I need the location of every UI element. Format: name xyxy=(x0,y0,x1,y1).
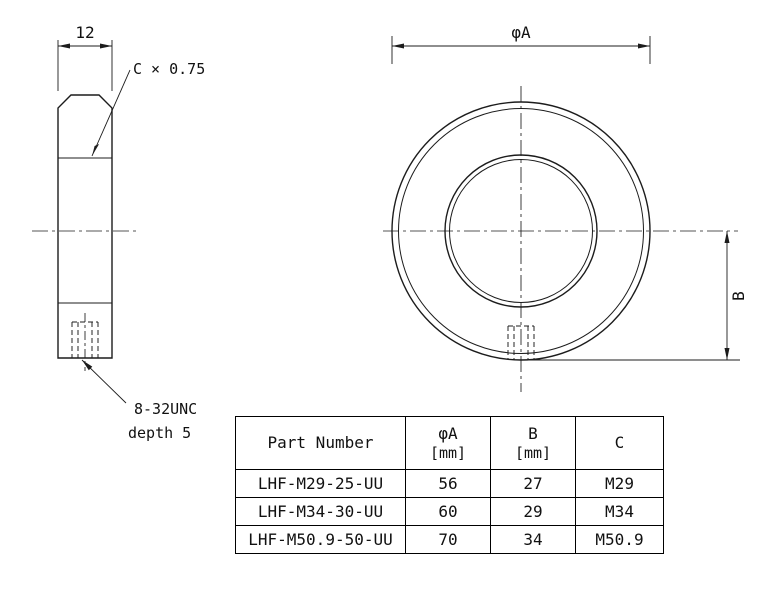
arrowhead xyxy=(58,43,70,49)
chamfer-label: C × 0.75 xyxy=(133,60,205,78)
diameter-dimension: φA xyxy=(391,23,651,64)
cell-dia-a: 56 xyxy=(405,469,491,498)
header-c: C xyxy=(575,416,664,470)
arrowhead xyxy=(82,360,93,371)
header-b: B [mm] xyxy=(490,416,576,470)
thread-depth-label: depth 5 xyxy=(128,424,191,442)
cell-b: 27 xyxy=(490,469,576,498)
thread-spec-label: 8-32UNC xyxy=(134,400,197,418)
cell-b: 29 xyxy=(490,497,576,526)
header-b-label: B xyxy=(528,424,538,444)
cell-part-number: LHF-M50.9-50-UU xyxy=(235,525,406,554)
cell-part-number: LHF-M34-30-UU xyxy=(235,497,406,526)
cell-dia-a: 70 xyxy=(405,525,491,554)
table-row: LHF-M29-25-UU 56 27 M29 xyxy=(235,469,664,498)
front-view-tapped-hole xyxy=(507,325,535,360)
header-dia-a-label: φA xyxy=(438,424,458,444)
spec-table: Part Number φA [mm] B [mm] C LHF-M29-25-… xyxy=(235,416,664,554)
header-c-label: C xyxy=(614,433,625,453)
cell-part-number: LHF-M29-25-UU xyxy=(235,469,406,498)
table-header-row: Part Number φA [mm] B [mm] C xyxy=(235,416,664,470)
side-view xyxy=(32,94,138,371)
header-part-number: Part Number xyxy=(235,416,406,470)
side-view-outline xyxy=(57,94,113,359)
cell-b: 34 xyxy=(490,525,576,554)
diameter-dimension-label: φA xyxy=(511,23,531,42)
arrowhead xyxy=(392,43,404,49)
table-row: LHF-M34-30-UU 60 29 M34 xyxy=(235,497,664,526)
side-view-tapped-hole xyxy=(71,313,99,371)
table-row: LHF-M50.9-50-UU 70 34 M50.9 xyxy=(235,525,664,554)
cell-c: M34 xyxy=(575,497,664,526)
arrowhead xyxy=(724,348,730,360)
header-dia-a: φA [mm] xyxy=(405,416,491,470)
width-dimension-label: 12 xyxy=(75,23,94,42)
arrowhead xyxy=(92,144,100,156)
tapped-hole-callout: 8-32UNC depth 5 xyxy=(81,359,197,442)
arrowhead xyxy=(724,231,730,243)
leader-line xyxy=(91,69,131,157)
side-view-width-dimension: 12 xyxy=(57,23,113,91)
b-dimension-label: B xyxy=(729,291,748,301)
b-dimension: B xyxy=(527,231,748,361)
cell-dia-a: 60 xyxy=(405,497,491,526)
chamfer-callout: C × 0.75 xyxy=(91,60,205,157)
cell-c: M29 xyxy=(575,469,664,498)
arrowhead xyxy=(638,43,650,49)
header-part-number-label: Part Number xyxy=(267,433,374,453)
front-view xyxy=(383,86,738,392)
header-b-unit: [mm] xyxy=(514,443,552,462)
header-dia-a-unit: [mm] xyxy=(429,443,467,462)
cell-c: M50.9 xyxy=(575,525,664,554)
arrowhead xyxy=(100,43,112,49)
